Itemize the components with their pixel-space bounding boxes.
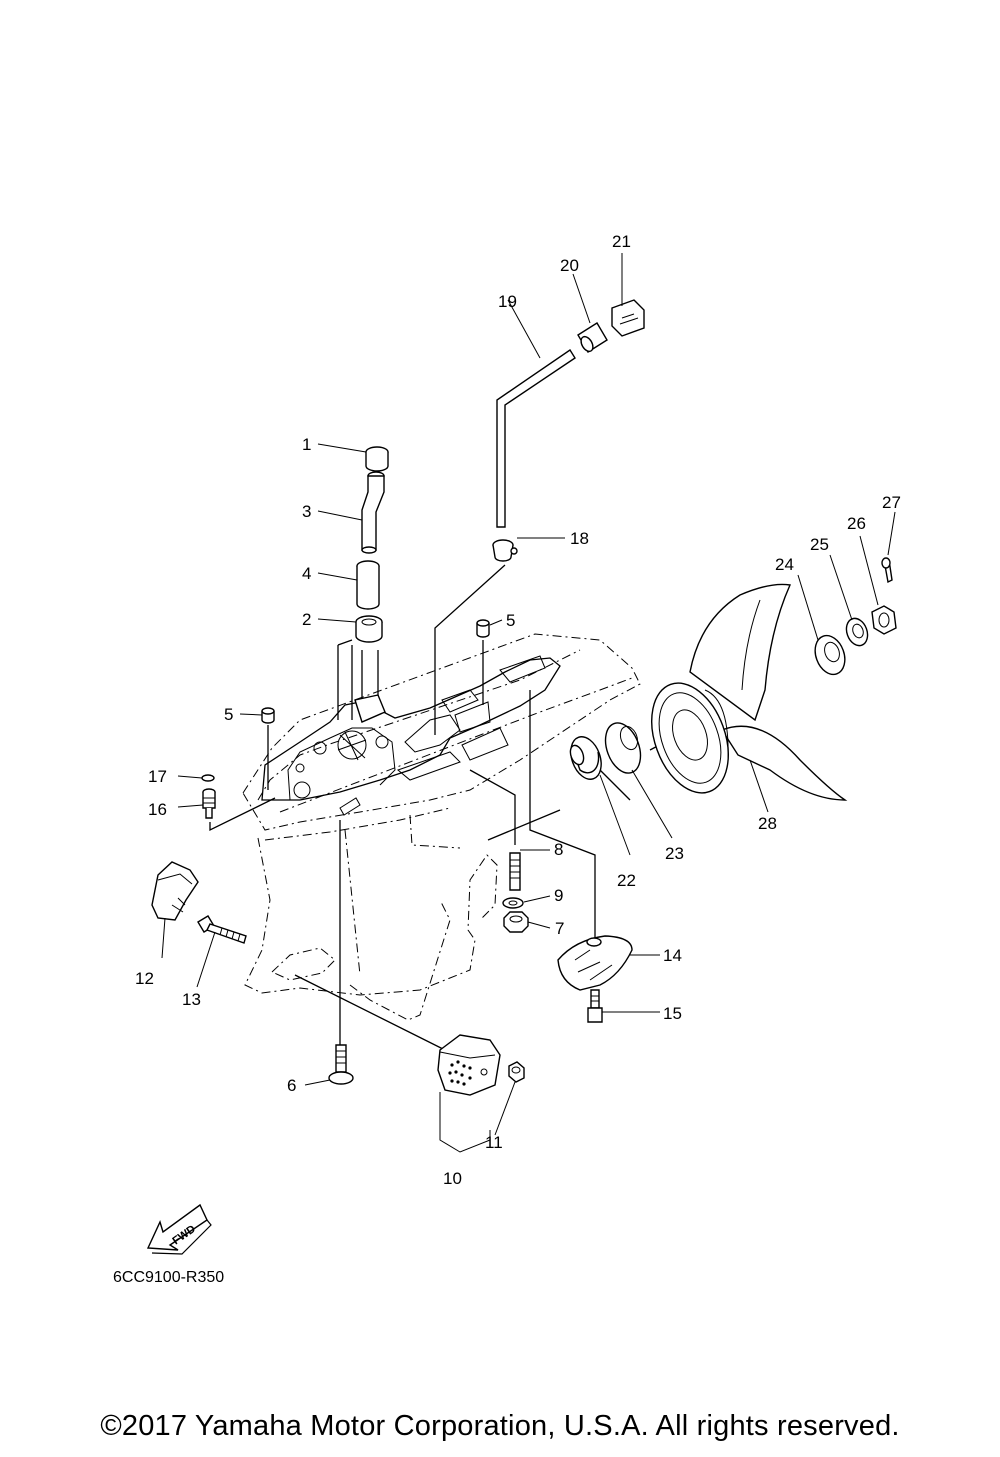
part-24-spacer bbox=[814, 634, 846, 676]
part-10-anode bbox=[437, 1034, 501, 1096]
part-15-bolt bbox=[587, 989, 603, 1023]
callout-20: 20 bbox=[560, 256, 579, 275]
callout-15: 15 bbox=[663, 1004, 682, 1023]
fwd-arrow-icon: FWD bbox=[146, 1203, 212, 1255]
callout-10: 10 bbox=[443, 1169, 462, 1188]
callout-26: 26 bbox=[847, 514, 866, 533]
callout-25: 25 bbox=[810, 535, 829, 554]
callout-2: 2 bbox=[302, 610, 311, 629]
callout-5b: 5 bbox=[224, 705, 233, 724]
part-12-anode bbox=[151, 861, 199, 921]
part-20-sleeve bbox=[577, 322, 608, 353]
part-2-grommet bbox=[355, 615, 383, 643]
callout-11: 11 bbox=[485, 1133, 503, 1152]
callout-22: 22 bbox=[617, 871, 636, 890]
callout-17: 17 bbox=[148, 767, 167, 786]
callout-12: 12 bbox=[135, 969, 154, 988]
part-27-cotter-pin bbox=[881, 557, 893, 584]
part-9-washer bbox=[502, 897, 524, 909]
part-23-thrust-washer bbox=[604, 722, 642, 774]
part-7-nut bbox=[503, 911, 529, 933]
part-19-water-tube bbox=[496, 349, 576, 528]
callout-27: 27 bbox=[882, 493, 901, 512]
callout-8: 8 bbox=[554, 840, 563, 859]
callout-1: 1 bbox=[302, 435, 311, 454]
part-8-stud-bolt bbox=[509, 852, 521, 891]
part-11-nut bbox=[508, 1061, 525, 1083]
callout-21: 21 bbox=[612, 232, 631, 251]
copyright-notice: ©2017 Yamaha Motor Corporation, U.S.A. A… bbox=[100, 1410, 900, 1442]
part-6-bolt bbox=[328, 1044, 354, 1085]
upper-deck-mechanism bbox=[261, 639, 561, 816]
callout-24: 24 bbox=[775, 555, 794, 574]
part-18-joint bbox=[492, 539, 518, 562]
callout-7: 7 bbox=[555, 919, 564, 938]
part-5-dowel-pin-2 bbox=[261, 707, 275, 724]
callout-14: 14 bbox=[663, 946, 682, 965]
callout-19: 19 bbox=[498, 292, 517, 311]
part-26-nut bbox=[871, 605, 897, 635]
callout-6: 6 bbox=[287, 1076, 296, 1095]
callout-13: 13 bbox=[182, 990, 201, 1009]
assembly-guide-lines bbox=[209, 564, 689, 1051]
part-25-washer bbox=[845, 617, 869, 647]
lower-case-housing bbox=[242, 633, 641, 1021]
part-13-bolt bbox=[197, 915, 247, 944]
callout-18: 18 bbox=[570, 529, 589, 548]
part-5-dowel-pin bbox=[476, 619, 490, 638]
part-4-sleeve bbox=[356, 560, 380, 610]
part-3-water-pipe bbox=[361, 471, 385, 554]
callout-16: 16 bbox=[148, 800, 167, 819]
drawing-code: 6CC9100-R350 bbox=[113, 1269, 225, 1286]
part-16-screw bbox=[202, 788, 216, 819]
part-1-grommet bbox=[365, 446, 389, 472]
callout-23: 23 bbox=[665, 844, 684, 863]
callout-leaders bbox=[161, 253, 896, 1153]
part-28-propeller bbox=[651, 583, 848, 801]
part-17-o-ring bbox=[201, 774, 215, 782]
part-21-clip bbox=[611, 299, 645, 337]
callout-5a: 5 bbox=[506, 611, 515, 630]
callout-28: 28 bbox=[758, 814, 777, 833]
callout-labels: 1 2 3 4 5 5 6 7 8 9 10 11 12 13 14 15 16… bbox=[135, 232, 901, 1188]
part-14-cover bbox=[557, 935, 633, 991]
callout-4: 4 bbox=[302, 564, 311, 583]
part-22-spacer bbox=[569, 736, 602, 780]
callout-3: 3 bbox=[302, 502, 311, 521]
callout-9: 9 bbox=[554, 886, 563, 905]
